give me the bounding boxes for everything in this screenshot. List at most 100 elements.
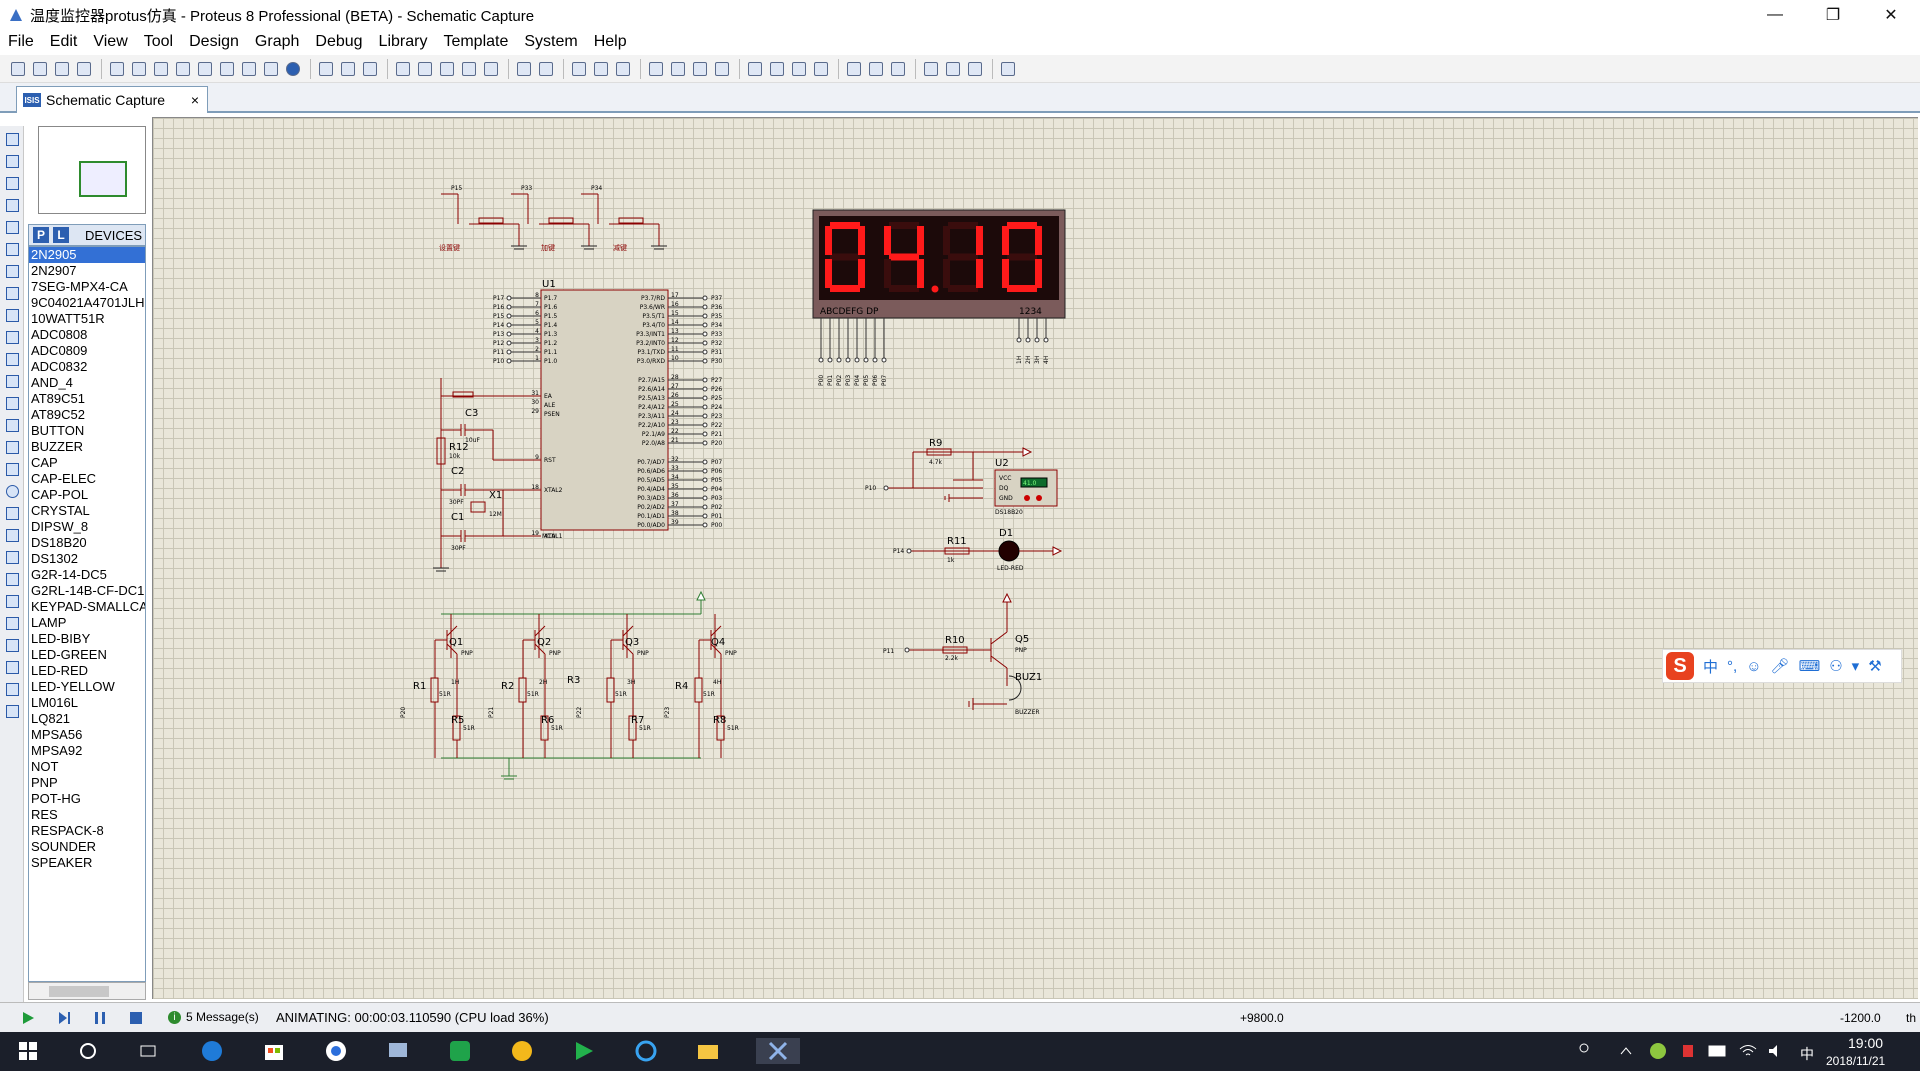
generator-icon[interactable]: [2, 372, 22, 390]
ie-browser-icon[interactable]: [632, 1038, 660, 1064]
new-sheet-icon[interactable]: [921, 59, 941, 79]
menu-file[interactable]: File: [8, 33, 34, 50]
line-icon[interactable]: [2, 438, 22, 456]
device-list-item[interactable]: 9C04021A4701JLHF: [31, 295, 146, 310]
proteus-taskbar-icon[interactable]: [756, 1038, 800, 1064]
stop-icon[interactable]: [128, 1010, 144, 1026]
proteus-app-icon[interactable]: [8, 7, 24, 23]
save-icon[interactable]: [52, 59, 72, 79]
maximize-button[interactable]: ❐: [1825, 7, 1841, 24]
device-list-item[interactable]: CAP-ELEC: [31, 471, 97, 486]
mirror-y-icon[interactable]: [2, 702, 22, 720]
home-icon[interactable]: [107, 59, 127, 79]
ime-punct-toggle[interactable]: °,: [1727, 657, 1738, 675]
mindmap-app-icon[interactable]: [446, 1038, 474, 1064]
circle-icon[interactable]: [2, 482, 22, 500]
graph-mode-icon[interactable]: [2, 328, 22, 346]
tab-schematic-capture[interactable]: ISIS Schematic Capture ×: [16, 86, 208, 113]
netlist-icon[interactable]: [998, 59, 1018, 79]
skin-icon[interactable]: ▾: [1851, 658, 1860, 675]
menu-design[interactable]: Design: [189, 33, 239, 50]
arc-icon[interactable]: [2, 504, 22, 522]
menu-library[interactable]: Library: [378, 33, 428, 50]
device-list-item[interactable]: 2N2907: [31, 263, 77, 278]
copy-icon[interactable]: [591, 59, 611, 79]
tray-expand-icon[interactable]: [1612, 1038, 1640, 1064]
voltage-probe-icon[interactable]: [2, 394, 22, 412]
gerber-icon[interactable]: [195, 59, 215, 79]
led-circuit[interactable]: [906, 540, 1063, 562]
windows-start-icon[interactable]: [14, 1038, 42, 1064]
device-list-item[interactable]: LED-BIBY: [31, 631, 91, 646]
menu-graph[interactable]: Graph: [254, 33, 300, 50]
video-player-icon[interactable]: [570, 1038, 598, 1064]
device-list-item[interactable]: LAMP: [31, 615, 67, 630]
buzzer-circuit[interactable]: [904, 592, 1022, 710]
packaging-icon[interactable]: [789, 59, 809, 79]
scrollbar-thumb[interactable]: [49, 986, 109, 997]
keyboard-icon[interactable]: ⌨: [1798, 658, 1821, 675]
device-list-item[interactable]: DS1302: [31, 551, 78, 566]
device-list-item[interactable]: 10WATT51R: [31, 311, 105, 326]
network-monitor-icon[interactable]: [384, 1038, 412, 1064]
device-pins-icon[interactable]: [2, 306, 22, 324]
component-mode-icon[interactable]: [2, 152, 22, 170]
sogou-logo-icon[interactable]: S: [1666, 652, 1694, 680]
grid-icon[interactable]: [338, 59, 358, 79]
remove-sheet-icon[interactable]: [943, 59, 963, 79]
tape-recorder-icon[interactable]: [2, 350, 22, 368]
mirror-x-icon[interactable]: [2, 680, 22, 698]
device-list-item[interactable]: G2R-14-DC5: [31, 567, 107, 582]
save-all-icon[interactable]: [74, 59, 94, 79]
tray-app-icon[interactable]: [1644, 1038, 1672, 1064]
device-list-item[interactable]: 2N2905: [29, 247, 145, 263]
search-tag-icon[interactable]: [866, 59, 886, 79]
ime-indicator[interactable]: 中: [1800, 1046, 1814, 1062]
volume-icon[interactable]: [1762, 1038, 1790, 1064]
close-button[interactable]: ✕: [1884, 7, 1898, 24]
device-list-item[interactable]: G2RL-14B-CF-DC12: [31, 583, 146, 598]
buses-icon[interactable]: [2, 240, 22, 258]
file-explorer-icon[interactable]: [694, 1038, 722, 1064]
redo-icon[interactable]: [536, 59, 556, 79]
schematic-icon[interactable]: [129, 59, 149, 79]
device-list-item[interactable]: CRYSTAL: [31, 503, 90, 518]
schematic-drawing[interactable]: P15 P33 P34 设置键 加键 减键 U1 MCU P1.78P17P1.…: [153, 118, 1919, 1000]
step-icon[interactable]: [56, 1010, 72, 1026]
virtual-instruments-icon[interactable]: [2, 416, 22, 434]
device-list-item[interactable]: KEYPAD-SMALLCALC: [31, 599, 146, 614]
microphone-icon[interactable]: 🎤︎: [1770, 658, 1790, 675]
play-icon[interactable]: [20, 1010, 36, 1026]
ime-lang-toggle[interactable]: 中: [1703, 658, 1719, 676]
selection-mode-icon[interactable]: [2, 130, 22, 148]
device-list-item[interactable]: AND_4: [31, 375, 73, 390]
device-list-item[interactable]: LQ821: [31, 711, 71, 726]
minimize-button[interactable]: —: [1767, 6, 1783, 23]
refresh-icon[interactable]: [316, 59, 336, 79]
source-code-icon[interactable]: [239, 59, 259, 79]
menu-system[interactable]: System: [524, 33, 578, 50]
zoom-out-icon[interactable]: [437, 59, 457, 79]
wire-label-icon[interactable]: [2, 196, 22, 214]
device-list-item[interactable]: ADC0809: [31, 343, 88, 358]
device-list-item[interactable]: BUTTON: [31, 423, 85, 438]
device-list-item[interactable]: BUZZER: [31, 439, 83, 454]
ime-toolbar[interactable]: S 中 °, ☺ 🎤︎ ⌨ ⚇ ▾ ⚒: [1662, 649, 1902, 683]
menu-tool[interactable]: Tool: [143, 33, 174, 50]
device-list-item[interactable]: SPEAKER: [31, 855, 93, 870]
project-notes-icon[interactable]: [261, 59, 281, 79]
junction-dot-icon[interactable]: [2, 174, 22, 192]
user-icon[interactable]: ⚇: [1829, 658, 1843, 675]
clock-date[interactable]: 2018/11/21: [1826, 1054, 1886, 1068]
open-file-icon[interactable]: [30, 59, 50, 79]
symbol-icon[interactable]: [2, 570, 22, 588]
overview-window[interactable]: [38, 126, 146, 214]
rotate-ccw-icon[interactable]: [2, 636, 22, 654]
overview-viewport[interactable]: [79, 161, 127, 197]
block-delete-icon[interactable]: [712, 59, 732, 79]
cut-icon[interactable]: [569, 59, 589, 79]
path-icon[interactable]: [2, 526, 22, 544]
menu-edit[interactable]: Edit: [49, 33, 78, 50]
new-file-icon[interactable]: [8, 59, 28, 79]
